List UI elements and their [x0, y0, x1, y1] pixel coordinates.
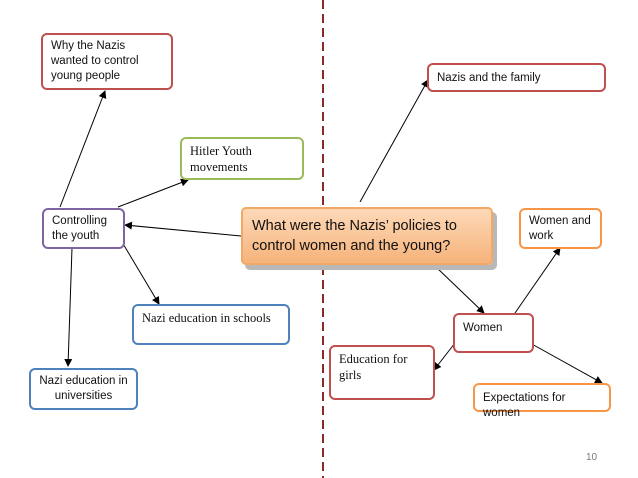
page-number: 10: [586, 452, 598, 463]
arrow-controlling-to-hitler-youth: [117, 178, 189, 208]
central-question: What were the Nazis’ policies to control…: [241, 207, 493, 265]
node-universities: Nazi education in universities: [29, 368, 138, 410]
node-girls-education: Education for girls: [329, 345, 435, 400]
node-women-work: Women and work: [519, 208, 602, 249]
arrow-controlling-to-universities: [64, 247, 73, 367]
arrow-center-to-controlling: [124, 221, 242, 237]
arrow-controlling-to-why: [59, 90, 107, 208]
arrow-women-to-girls: [433, 342, 456, 371]
node-expectations: Expectations for women: [473, 383, 611, 419]
arrow-women-to-expectations: [529, 342, 603, 384]
arrow-center-to-family: [359, 79, 429, 203]
node-why-control: Why the Nazis wanted to control young pe…: [41, 33, 173, 90]
node-family: Nazis and the family: [427, 63, 606, 92]
node-women: Women: [453, 313, 534, 353]
node-controlling-youth: Controlling the youth: [42, 208, 125, 249]
arrow-center-to-women: [435, 266, 485, 314]
arrow-women-to-work: [514, 247, 561, 314]
node-hitler-youth: Hitler Youth movements: [180, 137, 304, 180]
node-nazi-schools: Nazi education in schools: [132, 304, 290, 345]
arrow-controlling-to-schools: [121, 241, 160, 305]
